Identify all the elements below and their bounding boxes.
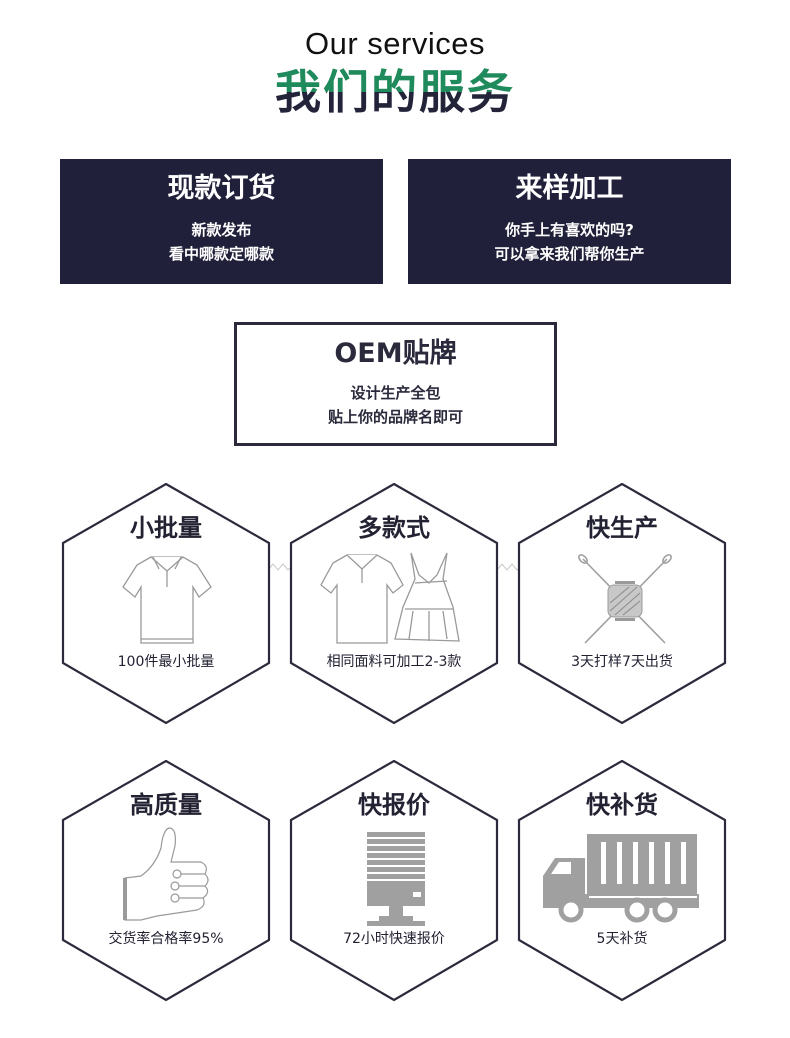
card-title: 来样加工	[515, 173, 624, 204]
feature-caption: 72小时快速报价	[343, 931, 445, 947]
computer-monitor-icon	[367, 832, 425, 926]
service-card-sample-processing: 来样加工 你手上有喜欢的吗? 可以拿来我们帮你生产	[408, 159, 731, 284]
zigzag-connector	[497, 563, 521, 571]
shirt-and-dress-icon	[320, 552, 460, 644]
feature-hex-small-batch: 小批量 100件最小批量	[61, 483, 271, 725]
service-card-stock-order: 现款订货 新款发布 看中哪款定哪款	[60, 159, 383, 284]
thumbs-up-icon	[123, 827, 209, 921]
feature-hex-multi-style: 多款式 相同面料可加工2-3款	[289, 483, 499, 725]
feature-caption: 相同面料可加工2-3款	[326, 654, 462, 670]
card-title: 现款订货	[167, 173, 276, 204]
card-title: OEM贴牌	[334, 338, 457, 369]
feature-caption: 交货率合格率95%	[108, 931, 224, 947]
hexagon-outline	[289, 483, 499, 725]
zigzag-connector	[268, 563, 292, 571]
feature-caption: 3天打样7天出货	[571, 654, 673, 670]
delivery-truck-icon	[543, 834, 699, 923]
feature-title: 多款式	[358, 514, 430, 542]
section-title-english: Our services	[305, 26, 485, 61]
thread-spool-needles-icon	[578, 554, 672, 644]
card-line: 设计生产全包	[350, 384, 441, 402]
feature-hex-fast-restock: 快补货 5天补货	[517, 760, 727, 1002]
feature-caption: 5天补货	[596, 931, 648, 947]
card-line: 你手上有喜欢的吗?	[505, 221, 634, 239]
feature-title: 快生产	[586, 514, 658, 542]
card-line: 看中哪款定哪款	[168, 245, 274, 263]
feature-hex-fast-quote: 快报价 72小时快速报价	[289, 760, 499, 1002]
section-title-chinese: 我们的服务	[0, 64, 790, 120]
feature-hex-high-quality: 高质量 交货率合格率95%	[61, 760, 271, 1002]
feature-caption: 100件最小批量	[117, 654, 215, 670]
feature-title: 小批量	[130, 514, 202, 542]
feature-title: 快报价	[358, 791, 430, 819]
feature-title: 快补货	[586, 791, 658, 819]
card-line: 新款发布	[191, 221, 252, 239]
polo-shirt-icon	[122, 556, 212, 644]
card-line: 可以拿来我们帮你生产	[494, 245, 645, 263]
feature-title: 高质量	[130, 791, 202, 819]
service-card-oem: OEM贴牌 设计生产全包 贴上你的品牌名即可	[234, 322, 557, 446]
card-line: 贴上你的品牌名即可	[327, 408, 463, 426]
feature-hex-fast-production: 快生产 3天打样7天出货	[517, 483, 727, 725]
